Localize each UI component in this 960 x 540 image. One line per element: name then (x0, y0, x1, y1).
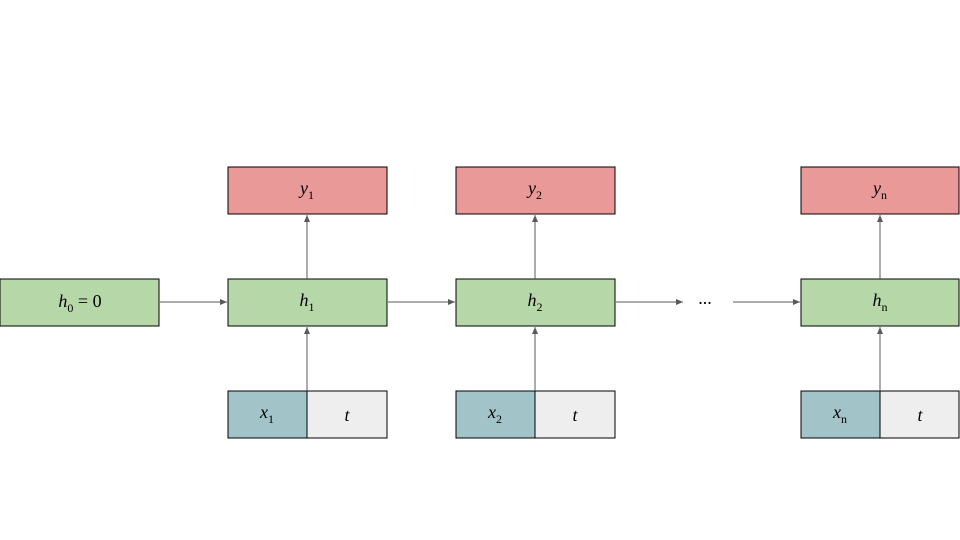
hidden-box-1 (227, 278, 388, 327)
hidden-label-2: h2 (528, 290, 543, 314)
output-box-2 (455, 166, 616, 215)
input-t-box-n (879, 390, 960, 439)
initial-hidden-state: h0 = 0 (0, 278, 160, 327)
output-label-1: y1 (298, 178, 314, 202)
hidden-label-n: hn (873, 290, 888, 314)
input-x-label-2: x2 (487, 402, 502, 426)
hidden-label-1: h1 (300, 290, 315, 314)
input-t-label-1: t (344, 405, 350, 425)
initial-hidden-box (0, 278, 160, 327)
time-step-2: y2 h2 x2 t (455, 166, 616, 439)
output-box-1 (227, 166, 388, 215)
output-label-2: y2 (526, 178, 542, 202)
output-box-n (800, 166, 960, 215)
hidden-box-2 (455, 278, 616, 327)
time-step-1: y1 h1 x1 t (227, 166, 388, 439)
input-x-box-2 (455, 390, 536, 439)
input-x-box-1 (227, 390, 308, 439)
input-t-box-1 (306, 390, 388, 439)
hidden-box-n (800, 278, 960, 327)
output-label-n: yn (871, 178, 887, 202)
input-t-label-n: t (917, 405, 923, 425)
input-x-label-n: xn (832, 402, 847, 426)
input-t-label-2: t (572, 405, 578, 425)
input-x-box-n (800, 390, 881, 439)
ellipsis-label: ... (698, 288, 712, 308)
input-x-label-1: x1 (259, 402, 274, 426)
initial-hidden-label: h0 = 0 (58, 291, 101, 315)
input-t-box-2 (534, 390, 616, 439)
time-step-n: yn hn xn t (800, 166, 960, 439)
